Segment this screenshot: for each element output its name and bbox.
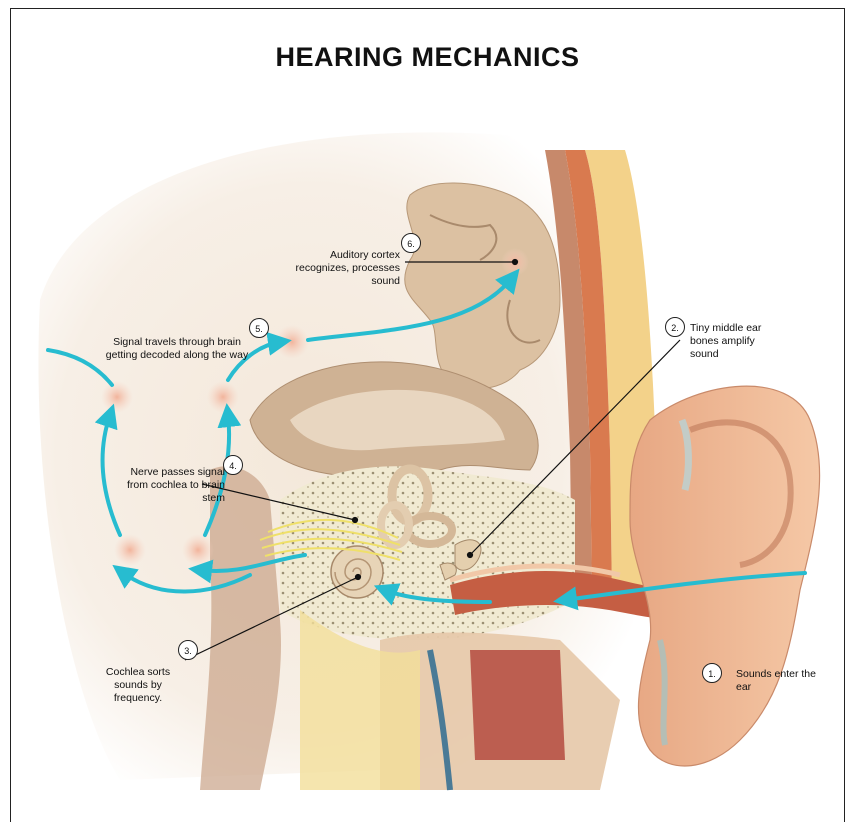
- step-5-label: Signal travels through brain getting dec…: [104, 336, 250, 362]
- step-4-number: 4.: [223, 455, 243, 475]
- step-5-number: 5.: [249, 318, 269, 338]
- step-6-number: 6.: [401, 233, 421, 253]
- step-1-number: 1.: [702, 663, 722, 683]
- step-1-label: Sounds enter the ear: [736, 668, 820, 694]
- step-6-label: Auditory cortex recognizes, processes so…: [284, 249, 400, 288]
- step-3-number: 3.: [178, 640, 198, 660]
- step-2-number: 2.: [665, 317, 685, 337]
- step-2-label: Tiny middle ear bones amplify sound: [690, 322, 786, 361]
- step-3-label: Cochlea sorts sounds by frequency.: [93, 666, 183, 705]
- step-4-label: Nerve passes signal from cochlea to brai…: [115, 466, 225, 505]
- pinna: [630, 386, 820, 766]
- muscle: [470, 650, 565, 760]
